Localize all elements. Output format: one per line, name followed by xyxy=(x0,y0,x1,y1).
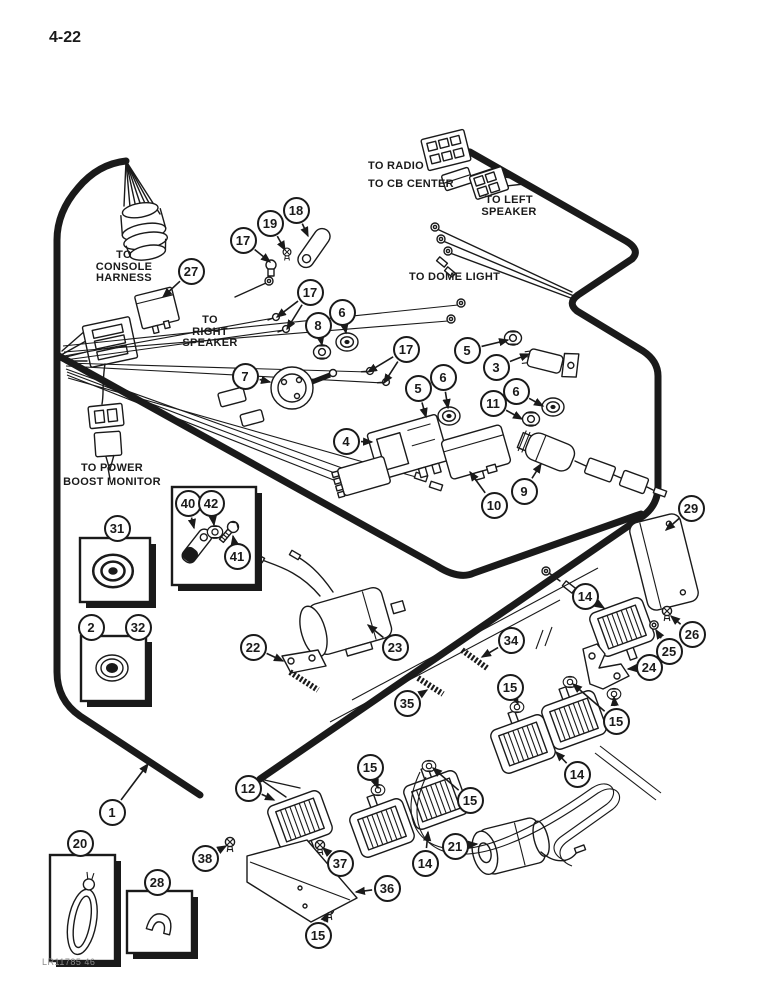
callout-42: 42 xyxy=(197,489,225,517)
callout-36: 36 xyxy=(373,874,401,902)
callout-9: 9 xyxy=(510,477,538,505)
callout-6: 6 xyxy=(502,377,530,405)
callout-5: 5 xyxy=(453,336,481,364)
pressure-switch xyxy=(516,430,668,498)
dome-light-wires xyxy=(430,222,577,301)
console-harness-connector xyxy=(120,160,169,261)
callout-37: 37 xyxy=(326,849,354,877)
mount-bracket-22 xyxy=(281,649,327,693)
callout-32: 32 xyxy=(124,613,152,641)
callout-17: 17 xyxy=(392,335,420,363)
box-31 xyxy=(78,536,152,604)
callout-31: 31 xyxy=(103,514,131,542)
callout-15: 15 xyxy=(304,921,332,949)
callout-41: 41 xyxy=(223,542,251,570)
callout-14: 14 xyxy=(563,760,591,788)
callout-15: 15 xyxy=(496,673,524,701)
callout-12: 12 xyxy=(234,774,262,802)
callout-6: 6 xyxy=(328,298,356,326)
callout-24: 24 xyxy=(635,653,663,681)
radio-connector xyxy=(420,128,472,172)
label-to-dome-light: TO DOME LIGHT xyxy=(409,271,501,283)
callout-23: 23 xyxy=(381,633,409,661)
callout-7: 7 xyxy=(231,362,259,390)
toggle-switch xyxy=(521,348,580,378)
label-to-radio: TO RADIO xyxy=(368,160,424,172)
circuit-breaker xyxy=(331,414,450,499)
callout-5: 5 xyxy=(404,374,432,402)
label-to-power-boost-monitor: TO POWER BOOST MONITOR xyxy=(63,462,161,488)
flasher-unit xyxy=(440,424,512,481)
mounting-plate xyxy=(246,839,358,923)
label-to-right-speaker: TO RIGHT SPEAKER xyxy=(182,314,238,349)
callout-34: 34 xyxy=(497,626,525,654)
terminal-and-bracket-parts xyxy=(234,227,331,298)
label-to-left-speaker: TO LEFT SPEAKER xyxy=(481,194,537,218)
callout-19: 19 xyxy=(256,209,284,237)
callout-1: 1 xyxy=(98,798,126,826)
callout-14: 14 xyxy=(571,582,599,610)
callout-3: 3 xyxy=(482,353,510,381)
main-harness xyxy=(53,148,662,799)
bottom-lamps xyxy=(224,757,471,921)
rotary-switch xyxy=(270,366,338,410)
callout-10: 10 xyxy=(480,491,508,519)
callout-21: 21 xyxy=(441,832,469,860)
callout-17: 17 xyxy=(229,226,257,254)
connector-block xyxy=(60,316,139,368)
wire-fan xyxy=(62,298,466,492)
callout-11: 11 xyxy=(479,389,507,417)
callout-6: 6 xyxy=(429,363,457,391)
callout-17: 17 xyxy=(296,278,324,306)
callout-14: 14 xyxy=(411,849,439,877)
callout-35: 35 xyxy=(393,689,421,717)
label-to-cb-center: TO CB CENTER xyxy=(368,178,454,190)
callout-15: 15 xyxy=(456,786,484,814)
callout-29: 29 xyxy=(677,494,705,522)
callout-26: 26 xyxy=(678,620,706,648)
callout-22: 22 xyxy=(239,633,267,661)
wiper-motor xyxy=(471,817,587,876)
photo-reference-code: LR11785 46 xyxy=(42,957,96,967)
callout-27: 27 xyxy=(177,257,205,285)
callout-15: 15 xyxy=(602,707,630,735)
callout-4: 4 xyxy=(332,427,360,455)
callout-38: 38 xyxy=(191,844,219,872)
callout-28: 28 xyxy=(143,868,171,896)
blower-motor xyxy=(252,549,406,658)
callout-18: 18 xyxy=(282,196,310,224)
lamp-cover xyxy=(629,513,699,611)
callout-8: 8 xyxy=(304,311,332,339)
left-speaker-connector xyxy=(468,166,525,200)
springs-and-rods xyxy=(329,567,599,723)
harness-wire-loops xyxy=(410,745,662,867)
callout-15: 15 xyxy=(356,753,384,781)
label-to-console-harness: TO CONSOLE HARNESS xyxy=(95,249,153,284)
callout-20: 20 xyxy=(66,829,94,857)
page-number: 4-22 xyxy=(49,29,82,46)
callout-arrows xyxy=(120,223,682,923)
power-boost-connector xyxy=(87,363,125,480)
callout-2: 2 xyxy=(77,613,105,641)
